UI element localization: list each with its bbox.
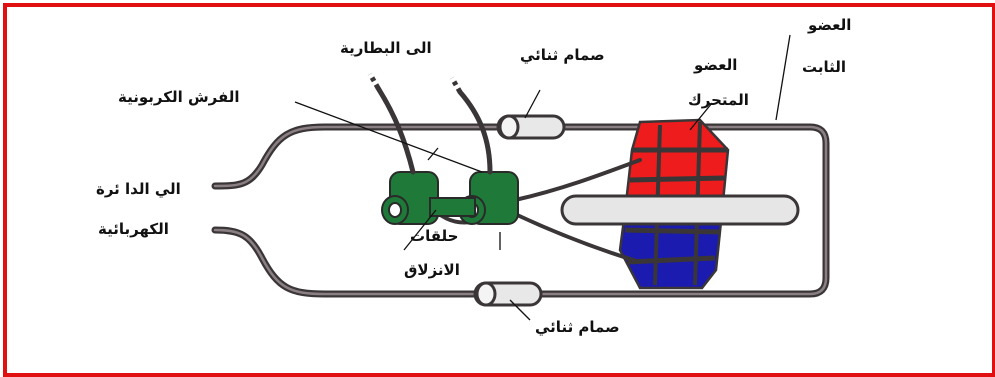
- wire-loop: [211, 123, 830, 298]
- label-moving-member-1: العضو: [694, 56, 738, 74]
- label-diode-top: صمام ثنائي: [520, 46, 605, 64]
- label-fixed-member-1: العضو: [808, 16, 852, 34]
- label-slip-rings-1: حلقات: [410, 227, 459, 245]
- diode-top: [496, 114, 566, 140]
- label-to-circuit-1: الي الدا ئرة: [96, 180, 181, 198]
- slip-rings: [381, 171, 519, 225]
- rotor-shaft: [560, 194, 800, 226]
- pointer-lines: [294, 34, 791, 321]
- label-moving-member-2: المتحرك: [688, 91, 749, 109]
- label-diode-bottom: صمام ثنائي: [535, 318, 620, 336]
- rotor-magnet: [618, 118, 730, 290]
- diode-bottom: [473, 281, 543, 307]
- label-slip-rings-2: الانزلاق: [404, 261, 460, 279]
- label-fixed-member-2: الثابت: [802, 58, 847, 76]
- battery-lead-tips: [367, 72, 463, 94]
- label-carbon-brushes: الفرش الكربونية: [118, 88, 240, 106]
- diagram-frame: [3, 3, 995, 377]
- label-to-circuit-2: الكهربائية: [98, 220, 169, 238]
- battery-leads: [375, 85, 493, 175]
- label-to-battery: الى البطارية: [340, 39, 432, 57]
